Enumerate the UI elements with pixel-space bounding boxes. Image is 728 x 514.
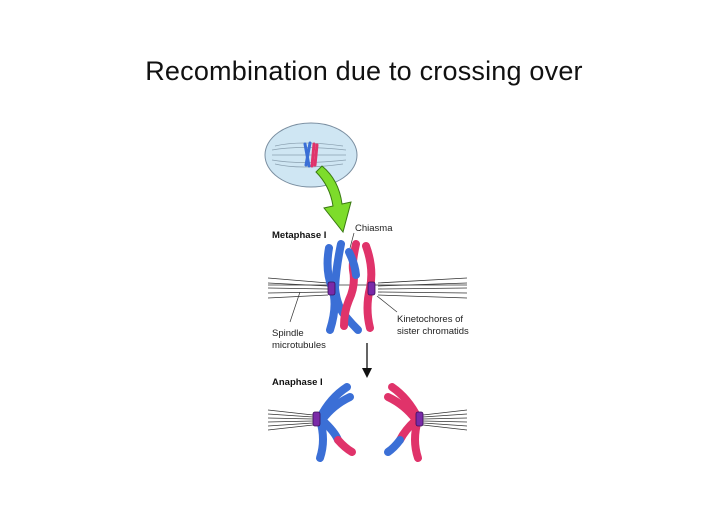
metaphase-label: Metaphase I — [272, 230, 326, 241]
metaphase-leader-lines — [289, 232, 398, 323]
anaphase-label: Anaphase I — [272, 377, 323, 388]
spindle-label-line1: Spindle — [272, 328, 304, 339]
metaphase-spindle-fibers — [267, 277, 468, 299]
anaphase-spindle-fibers — [267, 409, 468, 431]
kinetochores-label-line2: sister chromatids — [397, 326, 469, 337]
kinetochores-label-line1: Kinetochores of — [397, 314, 463, 325]
chiasma-label: Chiasma — [355, 223, 393, 234]
slide-title: Recombination due to crossing over — [145, 56, 583, 86]
spindle-label-line2: microtubules — [272, 340, 326, 351]
anaphase-left-chromosome — [312, 383, 356, 462]
metaphase-chromosomes — [323, 240, 376, 334]
cell-thumbnail — [264, 122, 358, 188]
progression-arrow — [362, 343, 372, 378]
anaphase-right-chromosome — [384, 383, 424, 462]
green-pointer-arrow — [315, 165, 352, 234]
